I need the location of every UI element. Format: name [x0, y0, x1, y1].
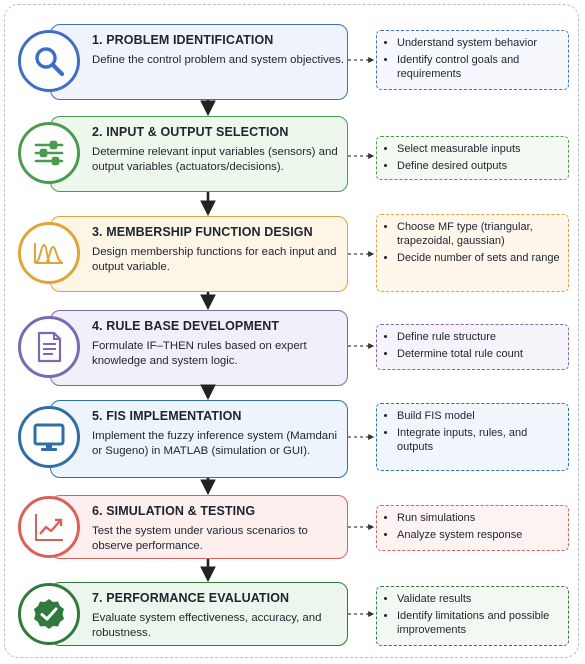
note-item: Run simulations [397, 512, 560, 526]
step-title: 6. SIMULATION & TESTING [92, 504, 256, 518]
step-title: 3. MEMBERSHIP FUNCTION DESIGN [92, 225, 313, 239]
note-box-5: Build FIS model Integrate inputs, rules,… [376, 403, 569, 471]
note-box-4: Define rule structure Determine total ru… [376, 324, 569, 370]
monitor-icon [33, 423, 65, 451]
step-box [50, 495, 348, 559]
note-item: Analyze system response [397, 529, 560, 543]
note-item: Decide number of sets and range [397, 252, 560, 266]
diagram-frame [4, 4, 579, 658]
note-item: Choose MF type (triangular, trapezoidal,… [397, 221, 560, 249]
note-item: Build FIS model [397, 410, 560, 424]
step-problem-identification: 1. PROBLEM IDENTIFICATION Define the con… [18, 24, 348, 100]
step-rule-base-development: 4. RULE BASE DEVELOPMENT Formulate IF–TH… [18, 310, 348, 386]
step-description: Evaluate system effectiveness, accuracy,… [92, 612, 322, 639]
note-item: Identify limitations and possible improv… [397, 610, 560, 638]
step-icon-circle [18, 316, 80, 378]
step-fis-implementation: 5. FIS IMPLEMENTATION Implement the fuzz… [18, 400, 348, 478]
note-box-2: Select measurable inputs Define desired … [376, 136, 569, 180]
step-description: Define the control problem and system ob… [92, 54, 344, 66]
note-item: Determine total rule count [397, 348, 560, 362]
magnifier-icon [35, 47, 65, 77]
step-input-output-selection: 2. INPUT & OUTPUT SELECTION Determine re… [18, 116, 348, 192]
note-box-7: Validate results Identify limitations an… [376, 586, 569, 646]
step-box [50, 24, 348, 100]
note-box-1: Understand system behavior Identify cont… [376, 30, 569, 90]
step-icon-circle [18, 406, 80, 468]
sliders-icon [34, 140, 64, 166]
step-description: Determine relevant input variables (sens… [92, 146, 338, 173]
step-title: 2. INPUT & OUTPUT SELECTION [92, 125, 289, 139]
note-item: Understand system behavior [397, 37, 560, 51]
note-box-6: Run simulations Analyze system response [376, 505, 569, 551]
note-item: Define desired outputs [397, 160, 560, 174]
step-simulation-testing: 6. SIMULATION & TESTING Test the system … [18, 495, 348, 571]
step-title: 5. FIS IMPLEMENTATION [92, 409, 242, 423]
note-item: Validate results [397, 593, 560, 607]
trend-chart-icon [35, 514, 63, 541]
step-icon-circle [18, 583, 80, 645]
step-box [50, 400, 348, 478]
membership-curves-icon [34, 243, 63, 264]
step-icon-circle [18, 122, 80, 184]
step-description: Design membership functions for each inp… [92, 246, 337, 273]
step-icon-circle [18, 222, 80, 284]
note-item: Integrate inputs, rules, and outputs [397, 427, 560, 455]
check-badge-icon [34, 599, 64, 629]
step-description: Formulate IF–THEN rules based on expert … [92, 340, 307, 367]
step-description: Test the system under various scenarios … [92, 525, 308, 552]
step-title: 7. PERFORMANCE EVALUATION [92, 591, 290, 605]
note-box-3: Choose MF type (triangular, trapezoidal,… [376, 214, 569, 292]
step-description: Implement the fuzzy inference system (Ma… [92, 430, 337, 457]
note-item: Identify control goals and requirements [397, 54, 560, 82]
step-membership-function-design: 3. MEMBERSHIP FUNCTION DESIGN Design mem… [18, 216, 348, 292]
step-icon-circle [18, 30, 80, 92]
step-performance-evaluation: 7. PERFORMANCE EVALUATION Evaluate syste… [18, 582, 348, 658]
step-icon-circle [18, 496, 80, 558]
step-box [50, 216, 348, 292]
document-icon [37, 331, 62, 363]
note-item: Define rule structure [397, 331, 560, 345]
note-item: Select measurable inputs [397, 143, 560, 157]
step-title: 1. PROBLEM IDENTIFICATION [92, 33, 274, 47]
step-title: 4. RULE BASE DEVELOPMENT [92, 319, 280, 333]
